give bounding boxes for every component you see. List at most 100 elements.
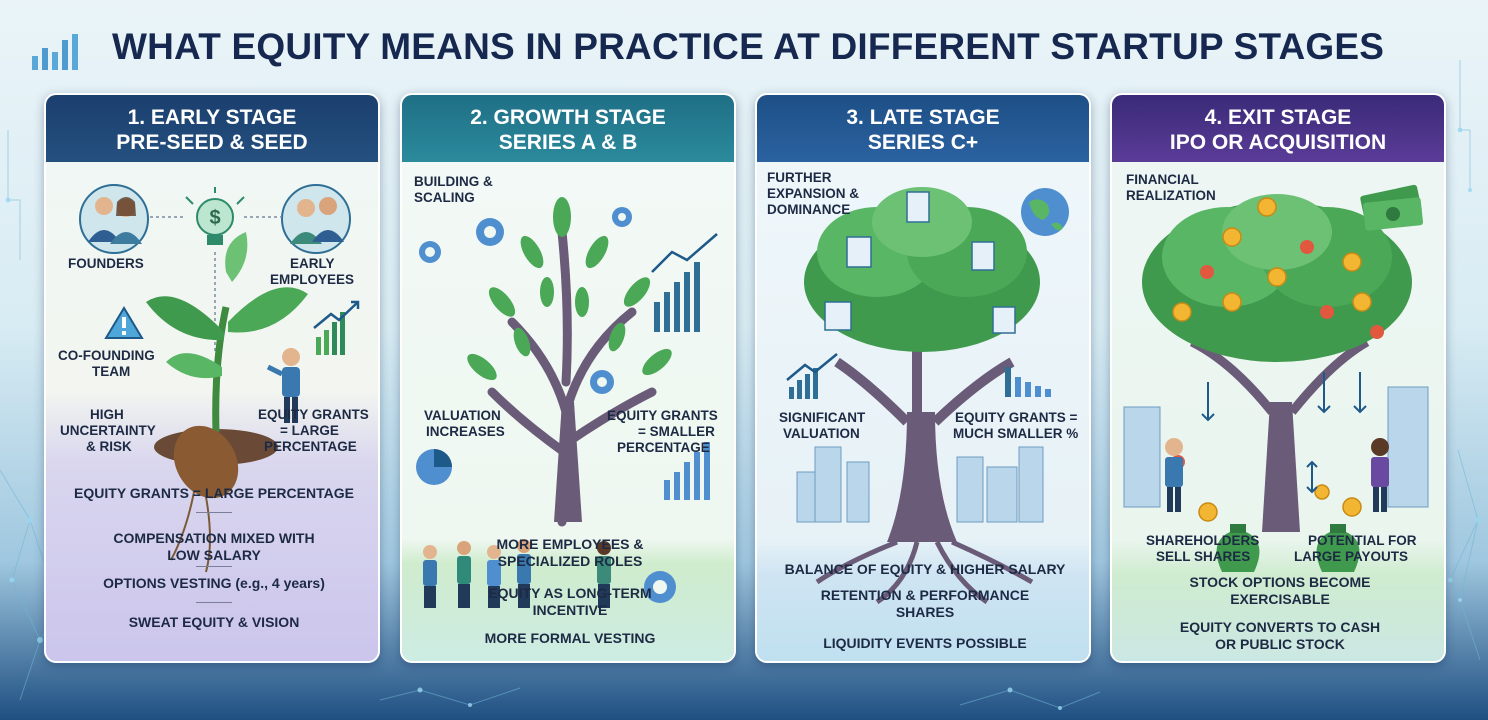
label-sell-2: SELL SHARES	[1156, 549, 1251, 564]
label-cofounding-1: CO-FOUNDING	[58, 348, 155, 363]
label-grants-1: EQUITY GRANTS	[258, 407, 369, 422]
label-valuation-2: INCREASES	[426, 424, 505, 439]
label-expansion-1: FURTHER	[767, 170, 832, 185]
panel-exit-stage: 4. EXIT STAGE IPO OR ACQUISITION	[1110, 93, 1446, 663]
panel-early-stage: 1. EARLY STAGE PRE-SEED & SEED $	[44, 93, 380, 663]
panel-subtitle: SERIES A & B	[498, 131, 638, 154]
label-payouts-2: LARGE PAYOUTS	[1294, 549, 1409, 564]
bullet: COMPENSATION MIXED WITH	[113, 530, 315, 546]
label-cofounding-2: TEAM	[92, 364, 131, 379]
label-realization-1: FINANCIAL	[1126, 172, 1199, 187]
label-grants-3: PERCENTAGE	[264, 439, 357, 454]
building-icon	[824, 191, 1016, 334]
bullet: OPTIONS VESTING (e.g., 4 years)	[103, 575, 325, 591]
lightbulb-icon: $	[185, 187, 245, 245]
money-tree-illustration	[1123, 184, 1429, 572]
label-building-2: SCALING	[414, 190, 475, 205]
label-grants-3: PERCENTAGE	[617, 440, 710, 455]
svg-text:$: $	[209, 207, 220, 229]
tree-icon	[467, 197, 672, 527]
city-buildings-icon	[1123, 386, 1429, 508]
person-icon	[1165, 438, 1389, 512]
label-early-employees-2: EMPLOYEES	[270, 272, 355, 287]
header: WHAT EQUITY MEANS IN PRACTICE AT DIFFERE…	[0, 18, 1488, 78]
warning-icon	[104, 306, 144, 339]
bar-chart-icon	[1005, 367, 1051, 397]
panel-title: 4. EXIT STAGE	[1204, 106, 1352, 129]
founders-icon	[79, 184, 149, 254]
bullet: STOCK OPTIONS BECOME	[1189, 574, 1371, 590]
bullet: RETENTION & PERFORMANCE	[820, 587, 1030, 603]
label-grants-2: MUCH SMALLER %	[953, 426, 1079, 441]
money-bag-icon	[1216, 524, 1360, 572]
panel-title: 1. EARLY STAGE	[127, 106, 297, 129]
gear-icon	[419, 207, 676, 603]
sprout-icon	[146, 232, 308, 573]
panel-header: 4. EXIT STAGE IPO OR ACQUISITION	[1112, 95, 1444, 162]
bar-chart-icon	[651, 233, 718, 500]
panel-header: 2. GROWTH STAGE SERIES A & B	[402, 95, 734, 162]
bullet: MORE EMPLOYEES &	[496, 536, 644, 552]
label-grants-1: EQUITY GRANTS	[607, 408, 718, 423]
sprout-illustration: $	[79, 184, 360, 573]
person-icon	[266, 348, 300, 423]
cash-stack-icon	[1360, 184, 1424, 231]
bullet: EQUITY CONVERTS TO CASH	[1179, 619, 1381, 635]
label-valuation-1: VALUATION	[424, 408, 501, 423]
bullet: LIQUIDITY EVENTS POSSIBLE	[823, 635, 1027, 651]
bullet: BALANCE OF EQUITY & HIGHER SALARY	[784, 561, 1066, 577]
label-grants-2: = LARGE	[280, 423, 339, 438]
divider	[196, 566, 232, 567]
arrow-icon	[1201, 372, 1367, 494]
panel-late-stage: 3. LATE STAGE SERIES C+	[755, 93, 1091, 663]
label-expansion-2: EXPANSION &	[767, 186, 860, 201]
large-tree-illustration	[786, 187, 1069, 605]
growth-chart-icon	[786, 353, 838, 399]
divider	[196, 512, 232, 513]
label-founders: FOUNDERS	[68, 256, 144, 271]
bullet: EQUITY GRANTS = LARGE PERCENTAGE	[74, 485, 354, 501]
label-sell-1: SHAREHOLDERS	[1146, 533, 1260, 548]
city-buildings-icon	[796, 446, 1044, 523]
divider	[196, 602, 232, 603]
label-grants-1: EQUITY GRANTS =	[955, 410, 1078, 425]
bar-chart-icon	[32, 34, 78, 70]
team-people-icon	[423, 539, 611, 608]
bullet: OR PUBLIC STOCK	[1215, 636, 1345, 652]
label-grants-2: = SMALLER	[638, 424, 715, 439]
bullet: SPECIALIZED ROLES	[497, 553, 643, 569]
panel-illustration: FINANCIAL REALIZATION SHAREHOLDERS SELL …	[1112, 162, 1444, 661]
panel-title: 3. LATE STAGE	[846, 106, 1000, 129]
early-employees-icon	[281, 184, 351, 254]
panel-illustration: BUILDING & SCALING VALUATION INCREASES E…	[402, 162, 734, 661]
bullet: SHARES	[895, 604, 955, 620]
panel-illustration: FURTHER EXPANSION & DOMINANCE SIGNIFICAN…	[757, 162, 1089, 661]
label-payouts-1: POTENTIAL FOR	[1308, 533, 1417, 548]
panel-title: 2. GROWTH STAGE	[470, 106, 666, 129]
label-valuation-1: SIGNIFICANT	[779, 410, 866, 425]
bullet: LOW SALARY	[167, 547, 261, 563]
globe-icon	[1021, 188, 1069, 236]
label-building-1: BUILDING &	[414, 174, 493, 189]
label-uncertainty-3: & RISK	[86, 439, 132, 454]
panel-growth-stage: 2. GROWTH STAGE SERIES A & B	[400, 93, 736, 663]
tree-icon	[804, 187, 1040, 605]
label-expansion-3: DOMINANCE	[767, 202, 851, 217]
panel-header: 3. LATE STAGE SERIES C+	[757, 95, 1089, 162]
panel-subtitle: SERIES C+	[867, 131, 979, 154]
bullet: INCENTIVE	[532, 602, 608, 618]
pie-chart-icon	[416, 449, 452, 485]
label-early-employees-1: EARLY	[290, 256, 335, 271]
bullet: EQUITY AS LONG-TERM	[488, 585, 652, 601]
page-title: WHAT EQUITY MEANS IN PRACTICE AT DIFFERE…	[112, 26, 1385, 67]
label-uncertainty-2: UNCERTAINTY	[60, 423, 156, 438]
coin-icon	[1172, 197, 1372, 522]
growing-tree-illustration	[416, 197, 718, 608]
bullet: MORE FORMAL VESTING	[484, 630, 656, 646]
label-valuation-2: VALUATION	[783, 426, 860, 441]
label-realization-2: REALIZATION	[1126, 188, 1216, 203]
bullet: EXERCISABLE	[1230, 591, 1330, 607]
label-uncertainty-1: HIGH	[90, 407, 124, 422]
panel-subtitle: PRE-SEED & SEED	[116, 131, 308, 154]
